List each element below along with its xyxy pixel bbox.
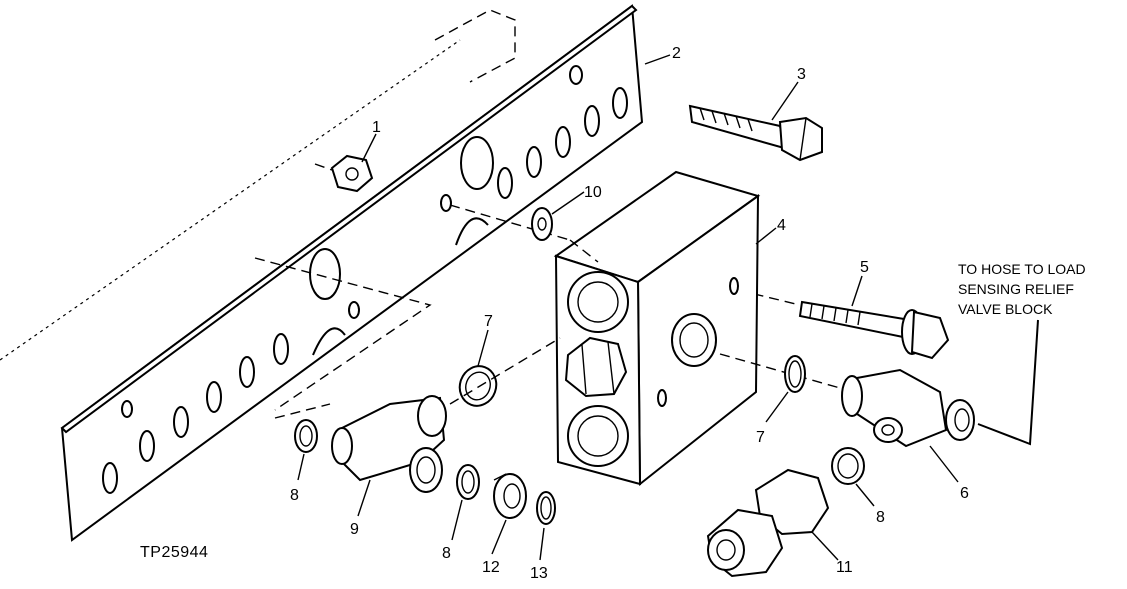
- valve-block: [553, 170, 761, 487]
- o-ring-bottom: [456, 464, 480, 500]
- callout-10: 10: [584, 184, 602, 201]
- mounting-plate: [0, 4, 644, 542]
- callout-1: 1: [372, 119, 381, 136]
- callout-8-right: 8: [876, 509, 885, 526]
- callout-13: 13: [530, 565, 548, 582]
- o-ring-small: [536, 491, 556, 525]
- callout-8-left: 8: [290, 487, 299, 504]
- callout-2: 2: [672, 45, 681, 62]
- note-line-3: VALVE BLOCK: [958, 301, 1053, 317]
- o-ring-right: [831, 447, 865, 485]
- callout-12: 12: [482, 559, 500, 576]
- o-ring-left: [294, 419, 318, 453]
- check-valve-insert: [493, 473, 527, 519]
- o-ring-side: [784, 355, 806, 393]
- callout-11: 11: [836, 559, 853, 576]
- note-line-2: SENSING RELIEF: [958, 281, 1074, 297]
- callout-6: 6: [960, 485, 969, 502]
- callout-7-upper: 7: [484, 313, 493, 330]
- leader-lines: [297, 54, 959, 561]
- note-line-1: TO HOSE TO LOAD: [958, 261, 1086, 277]
- callout-8-middle: 8: [442, 545, 451, 562]
- figure-id: TP25944: [140, 544, 208, 561]
- hex-nut: [314, 154, 374, 193]
- callout-5: 5: [860, 259, 869, 276]
- washer: [531, 207, 553, 241]
- tee-fitting: [719, 319, 1039, 448]
- callout-4: 4: [777, 217, 786, 234]
- callout-9: 9: [350, 521, 359, 538]
- o-ring-upper: [458, 365, 498, 407]
- elbow-fitting: [274, 337, 561, 493]
- bolt-long: [688, 104, 823, 162]
- swivel-adapter: [706, 468, 830, 578]
- callout-3: 3: [797, 66, 806, 83]
- bolt-flange: [737, 289, 950, 360]
- callout-7-lower: 7: [756, 429, 765, 446]
- hose-destination-note: TO HOSE TO LOAD SENSING RELIEF VALVE BLO…: [958, 261, 1086, 317]
